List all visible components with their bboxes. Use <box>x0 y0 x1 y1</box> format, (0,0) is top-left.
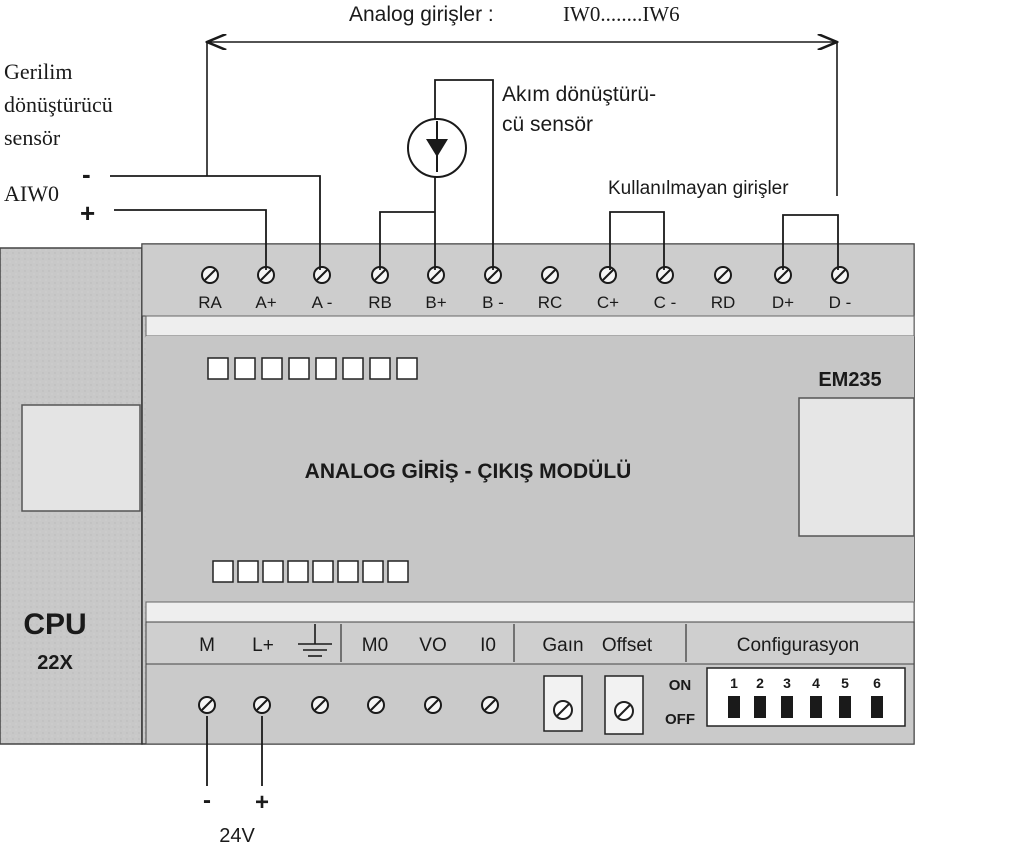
terminal-screw[interactable] <box>714 266 732 284</box>
dip-off-label: OFF <box>665 711 695 728</box>
gain-potentiometer[interactable] <box>543 675 583 732</box>
top-terminal-screws <box>201 266 849 284</box>
dip-switches: 1 2 3 4 5 6 <box>728 675 883 718</box>
em235-module <box>141 243 915 745</box>
terminal-screw[interactable] <box>367 696 385 714</box>
terminal-screw[interactable] <box>656 266 674 284</box>
module-expansion-port <box>798 397 915 537</box>
dip-switch-number: 5 <box>841 675 849 691</box>
dip-on-label: ON <box>669 677 692 694</box>
terminal-label: RC <box>538 293 563 312</box>
terminal-screw[interactable] <box>484 266 502 284</box>
cpu-model: 22X <box>37 652 73 674</box>
dip-switch-number: 6 <box>873 675 881 691</box>
dip-switch-number: 1 <box>730 675 738 691</box>
led-row-top <box>207 357 418 380</box>
terminal-label: RA <box>198 293 222 312</box>
power-minus: - <box>203 787 211 814</box>
terminal-screw[interactable] <box>599 266 617 284</box>
dip-switch-toggle[interactable] <box>839 696 851 718</box>
terminal-screw[interactable] <box>201 266 219 284</box>
cpu-label: CPU <box>23 608 86 641</box>
terminal-screw[interactable] <box>311 696 329 714</box>
dip-switch-toggle[interactable] <box>754 696 766 718</box>
current-sensor-wiring <box>379 79 494 270</box>
voltage-sensor-minus: - <box>82 159 91 189</box>
module-face <box>146 336 914 602</box>
dip-switch-number: 4 <box>812 675 820 691</box>
voltage-sensor-line3: sensör <box>4 125 61 150</box>
dip-switch-toggle[interactable] <box>728 696 740 718</box>
voltage-sensor-address: AIW0 <box>4 181 59 206</box>
label-vo: VO <box>419 635 446 656</box>
terminal-screw[interactable] <box>424 696 442 714</box>
terminal-label: C - <box>654 293 677 312</box>
label-config: Configurasyon <box>737 635 860 656</box>
terminal-label: RB <box>368 293 392 312</box>
bottom-rail <box>145 601 915 623</box>
label-m: M <box>199 635 215 656</box>
dip-switch-number: 3 <box>783 675 791 691</box>
offset-potentiometer[interactable] <box>604 675 644 735</box>
unused-inputs-jumpers <box>609 211 839 270</box>
terminal-label: RD <box>711 293 736 312</box>
terminal-label: D+ <box>772 293 794 312</box>
cpu-expansion-port <box>21 404 141 512</box>
label-m0: M0 <box>362 635 388 656</box>
label-i0: I0 <box>480 635 496 656</box>
terminal-label: C+ <box>597 293 619 312</box>
terminal-label: B - <box>482 293 504 312</box>
label-offset: Offset <box>602 635 653 656</box>
led-row-bottom <box>212 560 409 583</box>
terminal-screw[interactable] <box>541 266 559 284</box>
label-lplus: L+ <box>252 635 274 656</box>
analog-inputs-label: Analog girişler : <box>349 3 494 26</box>
unused-inputs-label: Kullanılmayan girişler <box>608 178 789 199</box>
current-source-icon <box>407 118 467 178</box>
terminal-screw[interactable] <box>371 266 389 284</box>
dip-switch-toggle[interactable] <box>810 696 822 718</box>
power-plus: + <box>255 789 269 816</box>
module-title: ANALOG GİRİŞ - ÇIKIŞ MODÜLÜ <box>305 460 632 483</box>
power-wires <box>206 716 263 786</box>
voltage-sensor-line1: Gerilim <box>4 59 72 84</box>
analog-range-dimension <box>207 42 837 196</box>
power-voltage: 24V <box>219 825 255 847</box>
terminal-label: A - <box>312 293 333 312</box>
bottom-terminal-screws <box>198 696 499 714</box>
terminal-label: D - <box>829 293 852 312</box>
bottom-labels: M L+ M0 VO I0 Gaın Offset Configurasyon <box>199 624 859 662</box>
current-sensor-line2: cü sensör <box>502 113 593 136</box>
terminal-screw[interactable] <box>313 266 331 284</box>
terminal-screw[interactable] <box>427 266 445 284</box>
terminal-screw[interactable] <box>198 696 216 714</box>
terminal-label: A+ <box>255 293 276 312</box>
dip-switch-toggle[interactable] <box>781 696 793 718</box>
module-model: EM235 <box>818 369 881 391</box>
terminal-screw[interactable] <box>774 266 792 284</box>
voltage-sensor-line2: dönüştürücü <box>4 92 113 117</box>
voltage-sensor-wires <box>110 175 321 270</box>
ground-icon <box>298 624 332 657</box>
analog-inputs-range: IW0........IW6 <box>563 2 680 26</box>
dip-switch-number: 2 <box>756 675 764 691</box>
dip-switch-toggle[interactable] <box>871 696 883 718</box>
top-terminal-labels: RA A+ A - RB B+ B - RC C+ C - RD D+ D - <box>198 293 851 312</box>
terminal-label: B+ <box>425 293 446 312</box>
label-gain: Gaın <box>542 635 583 656</box>
terminal-screw[interactable] <box>481 696 499 714</box>
cpu-unit: CPU 22X <box>0 247 143 745</box>
current-sensor-line1: Akım dönüştürü- <box>502 83 656 106</box>
voltage-sensor-plus: + <box>80 198 95 228</box>
terminal-screw[interactable] <box>253 696 271 714</box>
top-rail <box>145 315 915 337</box>
terminal-screw[interactable] <box>831 266 849 284</box>
